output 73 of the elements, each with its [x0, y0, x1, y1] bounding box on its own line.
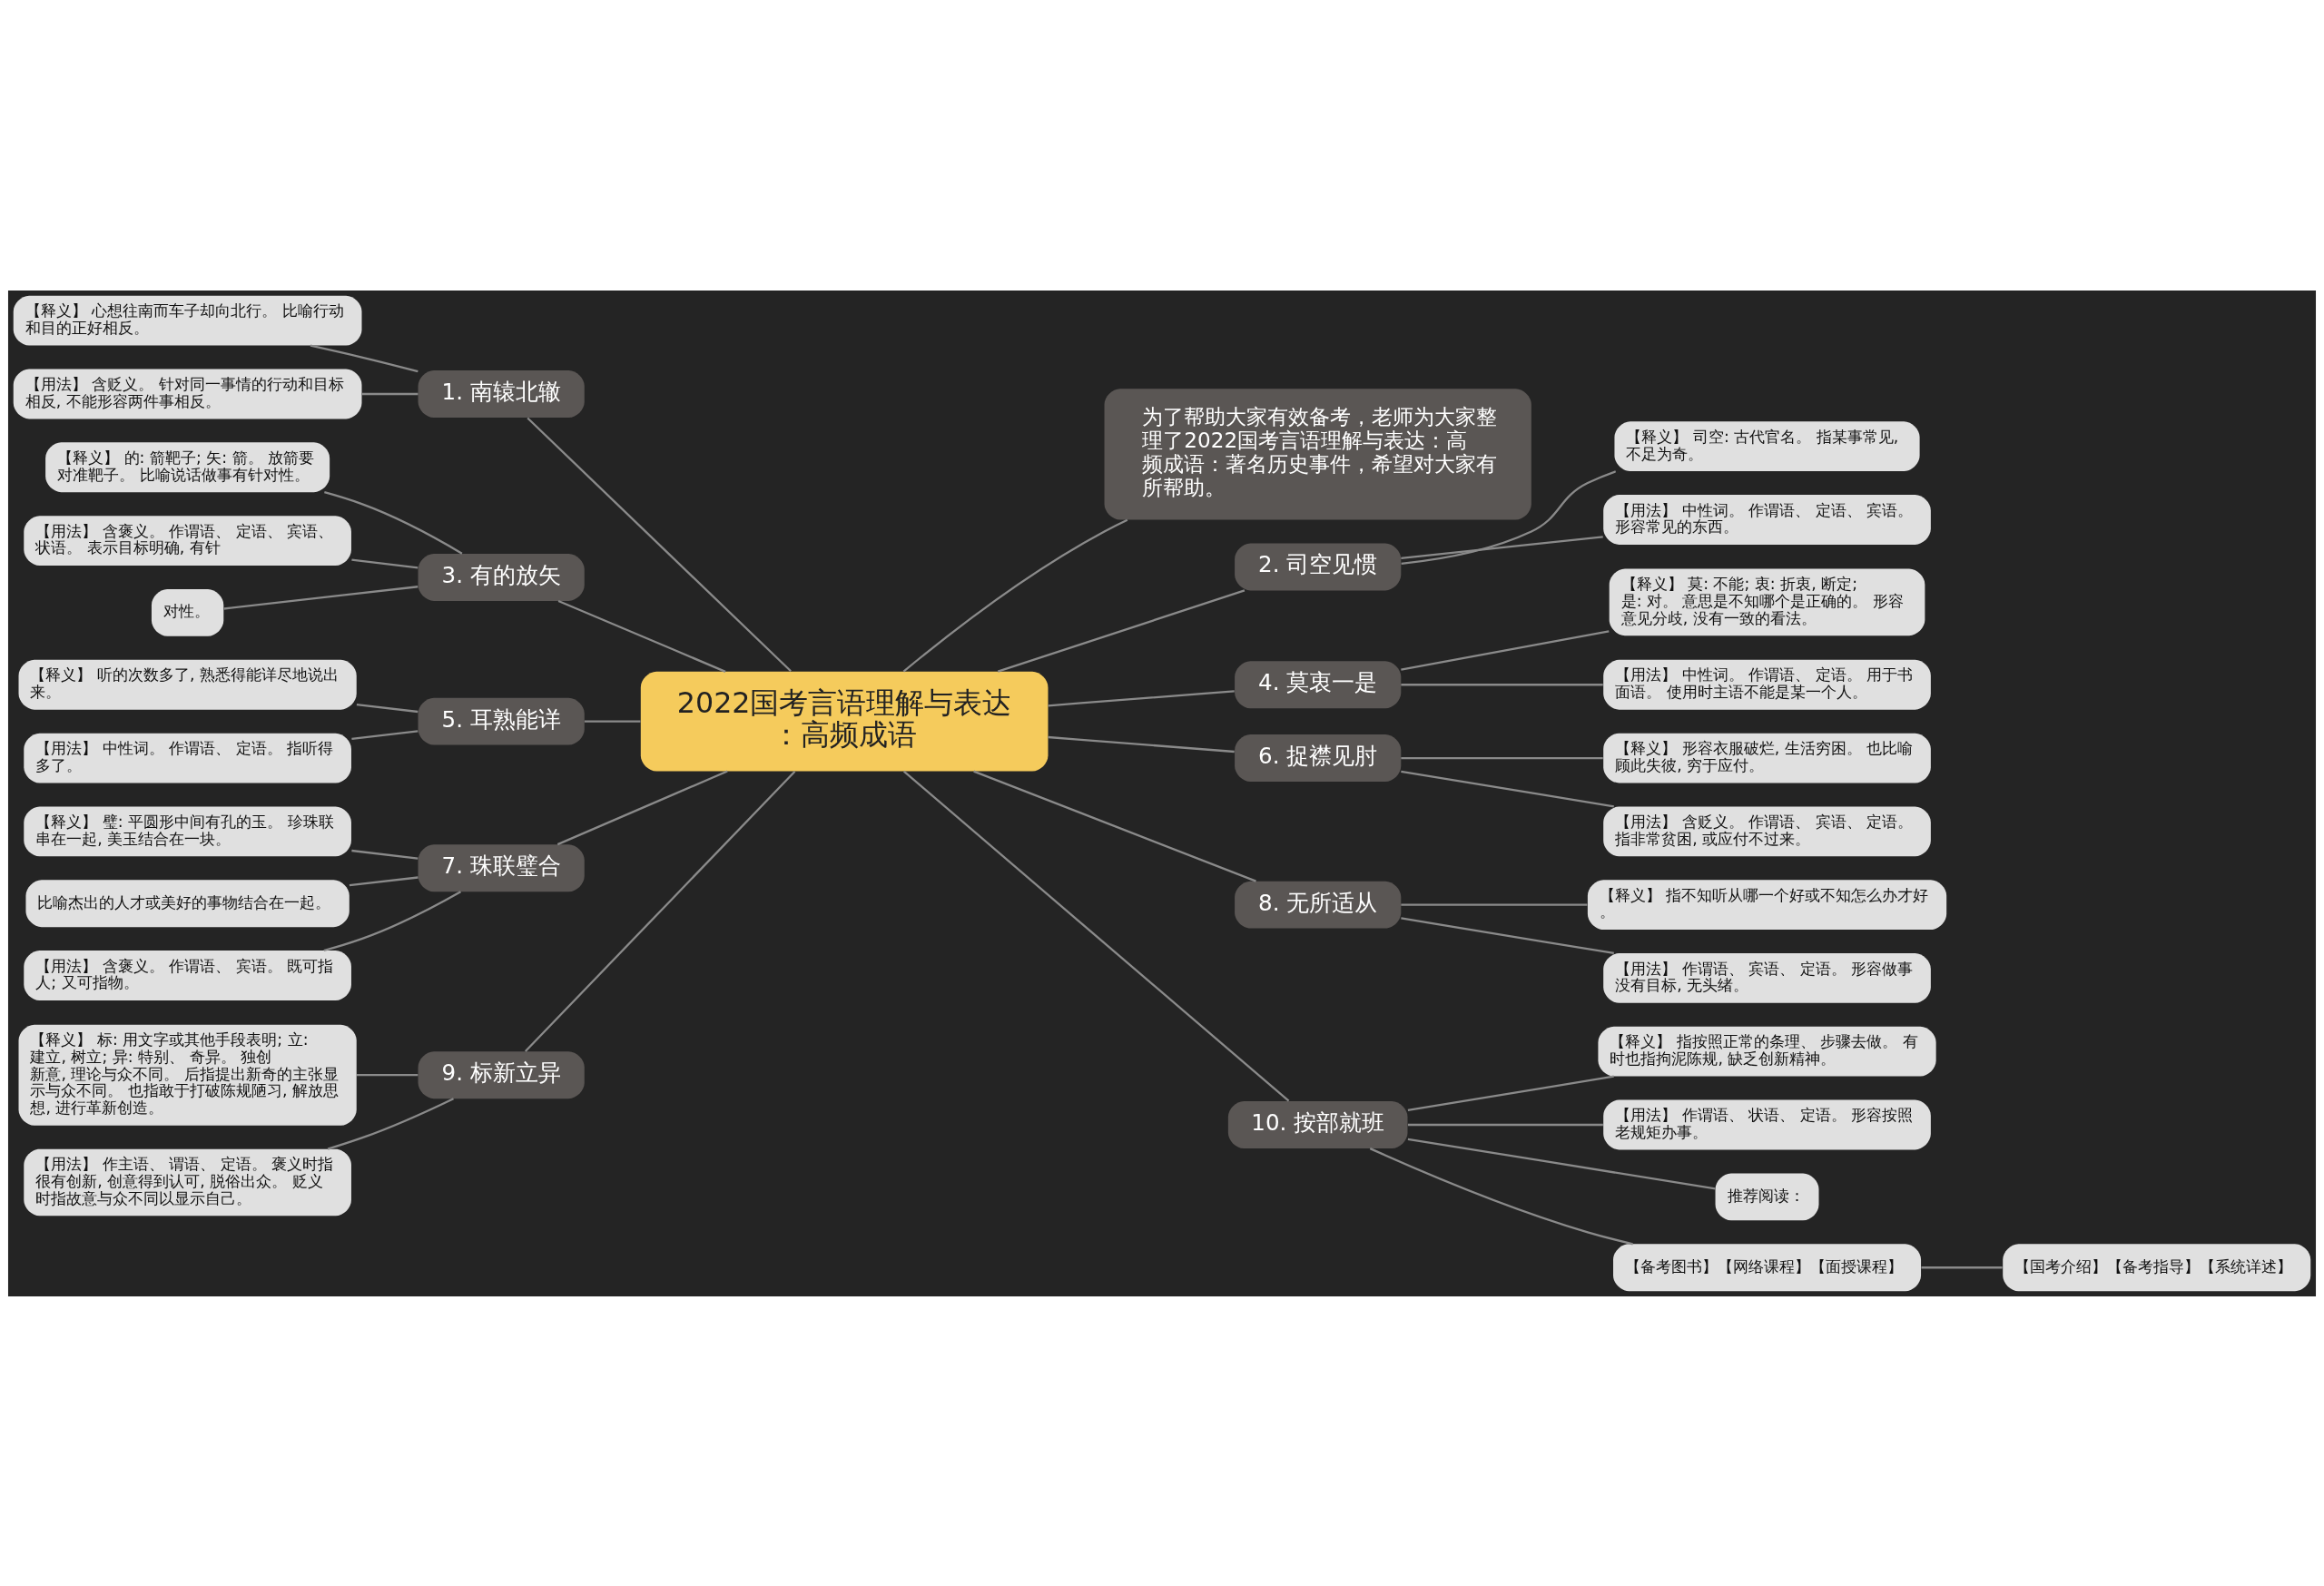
connector — [1407, 1123, 1603, 1126]
node-box: 【用法】 中性词。 作谓语、 定语、 宾语。形容常见的东西。 — [1603, 494, 1931, 545]
connector — [1048, 735, 1235, 753]
node-box: 【用法】 中性词。 作谓语、 定语。 用于书面语。 使用时主语不能是某一个人。 — [1603, 659, 1931, 710]
node-box: 【国考介绍】【备考指导】【系统详述】 — [2003, 1243, 2311, 1291]
connector — [356, 703, 419, 713]
node-box: 【用法】 含贬义。 作谓语、 宾语、 定语。指非常贫困, 或应付不过来。 — [1603, 805, 1931, 856]
connector — [1401, 916, 1614, 954]
node-box: 【用法】 含褒义。 作谓语、 宾语。 既可指人; 又可指物。 — [24, 950, 351, 1000]
connector — [310, 344, 419, 372]
connector — [1401, 535, 1603, 559]
connector — [1401, 683, 1603, 685]
node-box: 【释义】 标: 用文字或其他手段表明; 立: 建立, 树立; 异: 特别、 奇异。 独创新意, 理论与众不同。 后指提出新奇的主张显示与众不同。 也指敢于打破陈规陋习, 解放思想, 进行革新创造。 — [18, 1024, 357, 1126]
node-box: 【备考图书】【网络课程】【面授课程】 — [1613, 1243, 1922, 1291]
node-box: 【用法】 中性词。 作谓语、 定语。 指听得多了。 — [24, 733, 351, 783]
connector — [1048, 689, 1235, 706]
node-box: 【释义】 形容衣服破烂, 生活穷困。 也比喻顾此失彼, 穷于应付。 — [1603, 733, 1931, 783]
connector — [327, 1097, 454, 1150]
node-box: 为了帮助大家有效备考，老师为大家整理了2022国考言语理解与表达：高频成语：著名历史事件，希望对大家有所帮助。 — [1104, 388, 1531, 519]
connector — [223, 585, 419, 610]
node-box: 【释义】 听的次数多了, 熟悉得能详尽地说出来。 — [18, 659, 357, 710]
connector — [997, 588, 1246, 673]
node-box: 8. 无所适从 — [1235, 881, 1402, 929]
node-box: 1. 南辕北辙 — [418, 369, 585, 418]
connector — [323, 890, 462, 951]
node-box: 【释义】 璧: 平圆形中间有孔的玉。 珍珠联串在一起, 美玉结合在一块。 — [24, 805, 351, 856]
node-box: 【释义】 莫: 不能; 衷: 折衷, 断定; 是: 对。 意思是不知哪个是正确的。 形容意见分歧, 没有一致的看法。 — [1609, 568, 1925, 635]
connector — [1401, 629, 1610, 671]
connector — [973, 770, 1256, 882]
node-box: 9. 标新立异 — [418, 1050, 585, 1098]
connector — [556, 770, 728, 845]
connector — [356, 1073, 419, 1076]
connector — [351, 558, 419, 568]
node-box: 【释义】 指按照正常的条理、 步骤去做。 有时也指拘泥陈规, 缺乏创新精神。 — [1598, 1026, 1936, 1077]
connector — [1401, 902, 1588, 906]
connector — [902, 518, 1128, 672]
node-box: 【用法】 作主语、 谓语、 定语。 褒义时指很有创新, 创意得到认可, 脱俗出众。 贬义时指故意与众不同以显示自己。 — [24, 1148, 351, 1216]
connector — [351, 729, 419, 740]
connector — [524, 770, 796, 1052]
connector — [1921, 1266, 2003, 1268]
connector — [351, 849, 419, 860]
connector — [1401, 770, 1614, 807]
connector — [1369, 1147, 1633, 1245]
node-box: 【释义】 心想往南而车子却向北行。 比喻行动和目的正好相反。 — [13, 295, 362, 346]
node-box: 【用法】 含褒义。 作谓语、 定语、 宾语、状语。 表示目标明确, 有针 — [24, 515, 351, 566]
connector — [1407, 1138, 1716, 1190]
node-box: 7. 珠联璧合 — [418, 843, 585, 892]
node-box: 对性。 — [151, 588, 224, 636]
node-box: 推荐阅读： — [1715, 1172, 1819, 1220]
node-box: 【用法】 作谓语、 宾语、 定语。 形容做事没有目标, 无头绪。 — [1603, 952, 1931, 1003]
connector — [584, 720, 641, 723]
node-box: 【释义】 司空: 古代官名。 指某事常见, 不足为奇。 — [1614, 420, 1920, 471]
node-box: 2022国考言语理解与表达：高频成语 — [640, 671, 1049, 771]
connector — [1401, 469, 1617, 565]
node-box: 比喻杰出的人才或美好的事物结合在一起。 — [25, 879, 350, 927]
node-box: 【用法】 含贬义。 针对同一事情的行动和目标相反, 不能形容两件事相反。 — [13, 369, 362, 419]
connector — [557, 599, 726, 673]
node-box: 4. 莫衷一是 — [1235, 660, 1402, 708]
connector — [1401, 756, 1603, 759]
connector — [527, 417, 792, 672]
connector — [902, 770, 1290, 1102]
node-box: 【释义】 的: 箭靶子; 矢: 箭。 放箭要对准靶子。 比喻说话做事有针对性。 — [45, 441, 330, 492]
node-box: 6. 捉襟见肘 — [1235, 734, 1402, 782]
node-box: 10. 按部就班 — [1227, 1100, 1408, 1148]
connector — [349, 875, 419, 886]
node-box: 3. 有的放矢 — [418, 553, 585, 601]
node-box: 2. 司空见惯 — [1235, 542, 1402, 590]
node-box: 5. 耳熟能详 — [418, 697, 585, 745]
connector — [361, 392, 419, 395]
connector — [1407, 1075, 1614, 1111]
node-box: 【释义】 指不知听从哪一个好或不知怎么办才好。 — [1587, 879, 1947, 930]
connector — [324, 490, 463, 555]
node-box: 【用法】 作谓语、 状语、 定语。 形容按照老规矩办事。 — [1603, 1099, 1931, 1149]
